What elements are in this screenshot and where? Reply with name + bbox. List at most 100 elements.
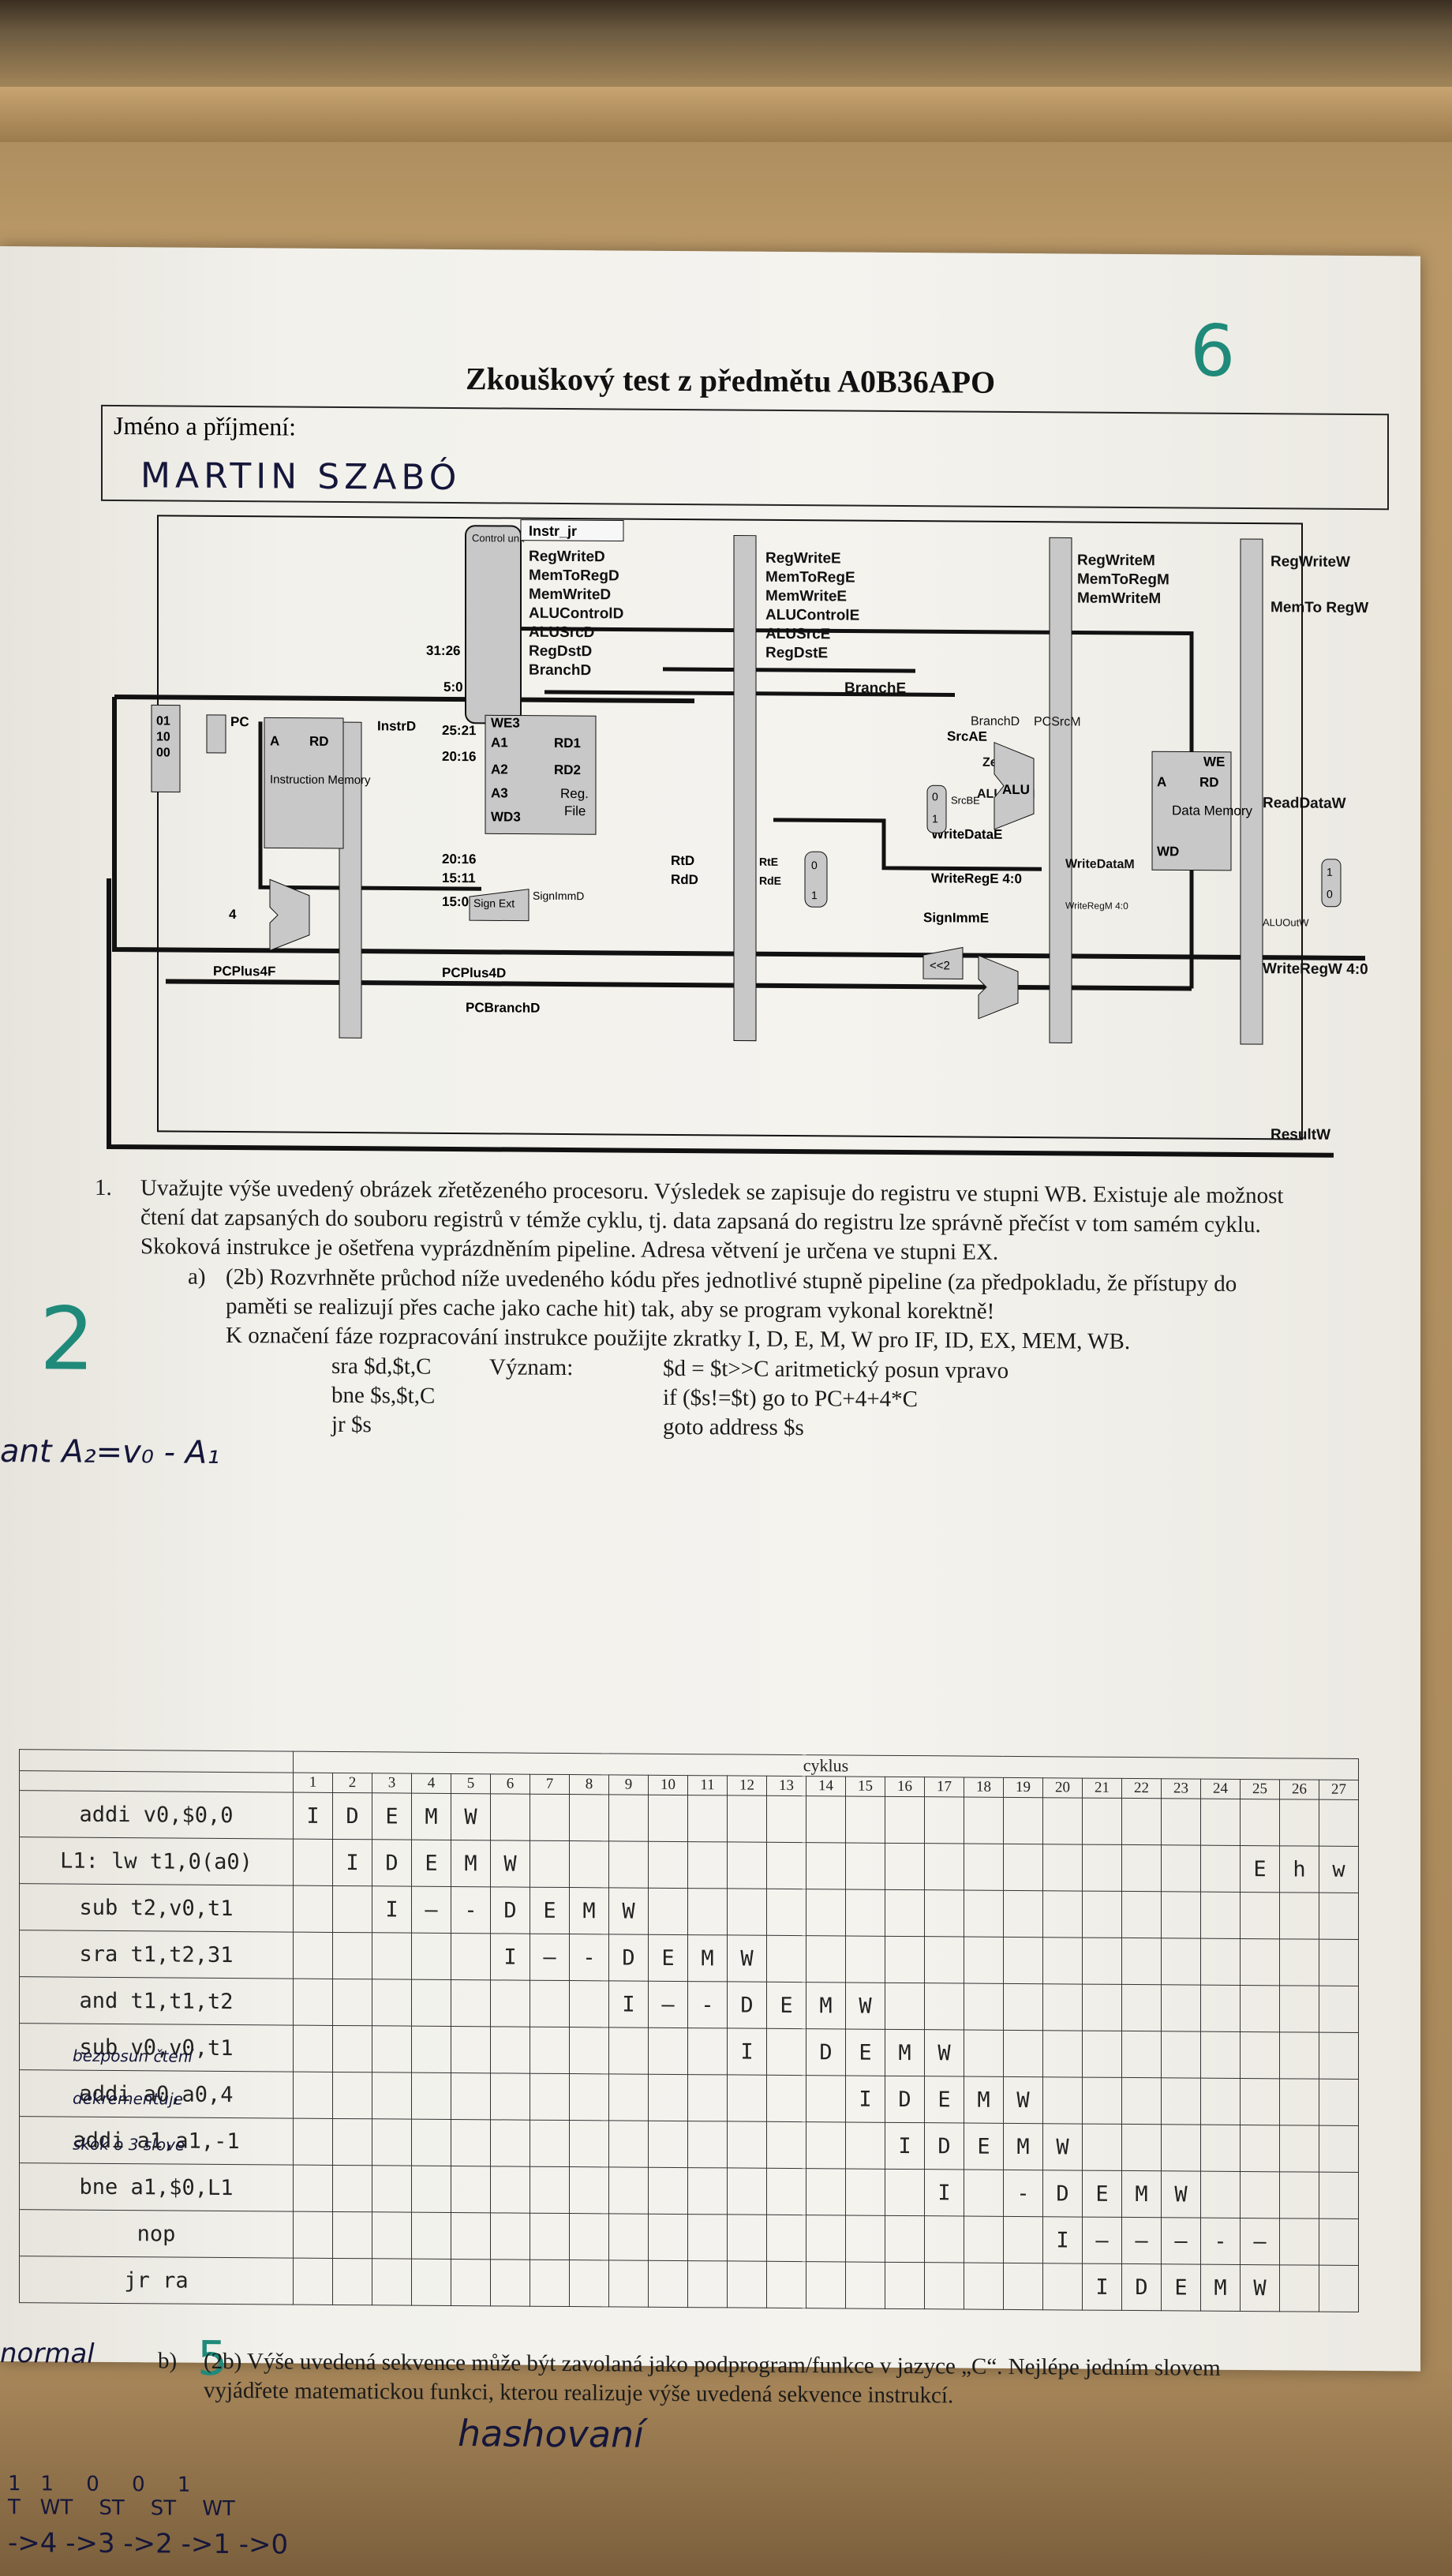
stage-cell [490, 1793, 530, 1841]
stage-cell [372, 2258, 412, 2306]
stage-cell [806, 2215, 846, 2262]
stage-cell [293, 1839, 333, 1886]
stage-cell [569, 2027, 609, 2074]
stage-cell: M [885, 2029, 925, 2076]
imem-rd: RD [309, 734, 329, 749]
stage-cell: M [569, 1887, 609, 1934]
rf-wd3: WD3 [491, 809, 521, 824]
stage-cell [1042, 1890, 1083, 1938]
stage-cell [372, 1932, 412, 1980]
stage-cell [845, 2121, 885, 2170]
stage-cell [924, 1889, 964, 1938]
stage-cell [1200, 2171, 1241, 2218]
stage-cell [608, 2120, 649, 2168]
srcae-label: SrcAE [947, 728, 987, 743]
answer-b: hashovaní [458, 2412, 644, 2456]
dmem-a: A [1157, 774, 1166, 789]
part-b-label: b) [158, 2348, 178, 2374]
stage-cell [293, 2258, 333, 2305]
stage-cell [648, 1841, 688, 1889]
stage-cell [1319, 1939, 1359, 1986]
stage-cell: M [1003, 2123, 1043, 2170]
stage-cell [1121, 2077, 1162, 2125]
rf-rd1: RD1 [554, 736, 581, 751]
stage-cell: W [924, 2029, 964, 2077]
cycle-number: 4 [411, 1773, 451, 1794]
cycle-number: 11 [687, 1775, 728, 1795]
stage-cell [332, 1885, 372, 1933]
sig-w-2: ReadDataW [1263, 795, 1346, 812]
rde-label: RdE [759, 874, 781, 887]
stage-cell [1200, 2031, 1241, 2079]
shl2-label: <<2 [930, 959, 950, 972]
stage-cell: I [608, 1980, 649, 2028]
desk-edge [0, 87, 1452, 142]
sig-d-1: MemToRegD [529, 567, 619, 585]
alusrc-mux [926, 784, 947, 833]
bits-25-21: 25:21 [442, 723, 476, 738]
stage-cell [569, 2213, 609, 2260]
stage-cell: – [1161, 2217, 1201, 2265]
cycle-number: 12 [727, 1775, 767, 1796]
stage-cell: E [964, 2123, 1004, 2170]
stage-cell [964, 2170, 1004, 2217]
stage-cell [964, 2216, 1004, 2263]
stage-cell [727, 2074, 767, 2122]
cycle-number: 23 [1161, 1778, 1201, 1799]
rte-label: RtE [759, 856, 778, 868]
cycle-number: 27 [1319, 1780, 1359, 1800]
instrd-label: InstrD [377, 718, 416, 733]
stage-cell [608, 1794, 649, 1842]
signimme-label: SignImmE [923, 910, 989, 926]
stage-cell [451, 1933, 491, 1980]
stage-cell [411, 2072, 451, 2120]
stage-cell [332, 2118, 372, 2166]
stage-cell [1082, 1798, 1122, 1845]
data-memory [1151, 751, 1232, 871]
stage-cell [845, 2215, 885, 2263]
stage-cell [687, 1841, 728, 1889]
stage-cell [766, 1795, 806, 1843]
cycle-number: 16 [885, 1777, 925, 1797]
stage-cell [806, 2075, 846, 2122]
stage-cell [1240, 2171, 1280, 2218]
const-four: 4 [229, 907, 237, 922]
margin-normal: normal [0, 2338, 95, 2370]
stage-cell: E [372, 1792, 412, 1840]
stage-cell [372, 2072, 412, 2120]
sig-m-2: MemWriteM [1077, 590, 1161, 608]
cycle-number: 26 [1279, 1779, 1319, 1800]
stage-cell: E [766, 1982, 806, 2029]
stage-cell: D [372, 1839, 412, 1887]
sig-m-3: BranchD [971, 715, 1020, 728]
stage-cell [806, 2121, 846, 2169]
sig-w-5: ResultW [1270, 1126, 1330, 1144]
stage-cell: M [1200, 2264, 1241, 2312]
stage-cell [1082, 1891, 1122, 1938]
question-number: 1. [95, 1174, 112, 1200]
stage-cell [569, 1980, 609, 2027]
stage-cell [964, 2263, 1004, 2310]
rf-we3: WE3 [491, 715, 520, 730]
stage-cell [766, 1889, 806, 1936]
wbmux-1: 1 [1327, 866, 1333, 878]
stage-cell [411, 2166, 451, 2213]
stage-cell [1161, 2077, 1201, 2125]
stage-cell [648, 2167, 688, 2215]
stage-cell [332, 2072, 372, 2119]
stage-cell [1319, 2172, 1359, 2219]
stage-cell [411, 1933, 451, 1980]
stage-cell [845, 1795, 885, 1844]
sig-e-2: MemWriteE [765, 588, 847, 605]
stage-cell [687, 2167, 728, 2215]
cycle-number: 10 [648, 1775, 688, 1795]
stage-cell [530, 2120, 570, 2167]
cycle-number: 25 [1240, 1779, 1280, 1799]
stage-cell [530, 2166, 570, 2214]
register-file [485, 714, 597, 835]
stage-cell [293, 2072, 333, 2119]
stage-cell [1003, 1983, 1043, 2031]
stage-cell [332, 1932, 372, 1979]
stage-cell [766, 2121, 806, 2169]
stage-cell [806, 1889, 846, 1936]
